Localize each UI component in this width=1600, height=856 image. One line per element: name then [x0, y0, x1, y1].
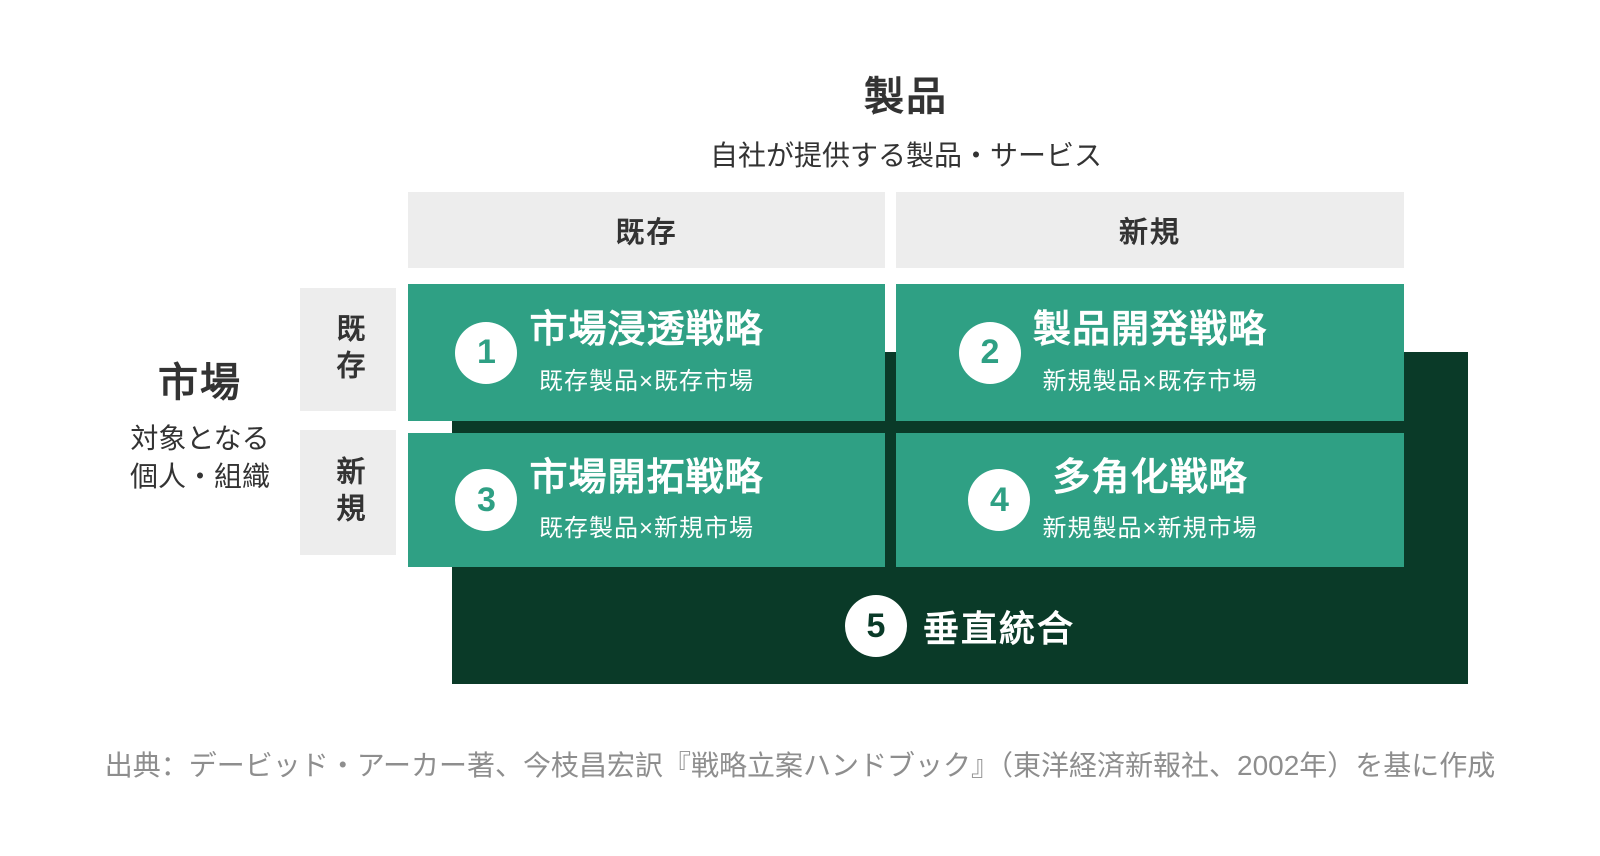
cell-product-development-subtitle: 新規製品×既存市場	[1042, 367, 1258, 395]
row-header-new-market-label: 新規	[332, 455, 364, 530]
cell-market-development-title: 市場開拓戦略	[529, 456, 764, 499]
vertical-integration-row: 5 垂直統合	[452, 568, 1468, 684]
cell-product-development-text: 製品開発戦略 新規製品×既存市場	[1033, 309, 1267, 396]
cell-market-penetration-content: 1 市場浸透戦略 既存製品×既存市場	[371, 284, 848, 421]
vertical-integration-title: 垂直統合	[922, 608, 1075, 649]
market-axis-subtitle-line1: 対象となる	[130, 423, 270, 454]
cell-market-development: 3 市場開拓戦略 既存製品×新規市場	[408, 433, 885, 567]
column-header-existing-product: 既存	[408, 192, 885, 268]
column-header-new-product-label: 新規	[1118, 217, 1181, 249]
cell-diversification-subtitle: 新規製品×新規市場	[1042, 515, 1258, 543]
number-badge-3-value: 3	[477, 480, 496, 519]
cell-product-development: 2 製品開発戦略 新規製品×既存市場	[896, 284, 1404, 421]
number-badge-5-value: 5	[866, 606, 886, 645]
number-badge-2-value: 2	[980, 333, 1000, 371]
cell-product-development-title: 製品開発戦略	[1032, 309, 1267, 352]
cell-diversification: 4 多角化戦略 新規製品×新規市場	[896, 433, 1404, 567]
citation: 出典：デービッド・アーカー著、今枝昌宏訳『戦略立案ハンドブック』（東洋経済新報社…	[104, 750, 1496, 781]
cell-diversification-content: 4 多角化戦略 新規製品×新規市場	[859, 433, 1367, 567]
cell-market-penetration-subtitle: 既存製品×既存市場	[538, 367, 754, 395]
cell-market-penetration-text: 市場浸透戦略 既存製品×既存市場	[529, 309, 763, 396]
number-badge-5: 5	[844, 595, 907, 657]
product-axis-title: 製品	[864, 75, 948, 119]
row-header-new-market: 新規	[300, 430, 396, 555]
cell-market-development-subtitle: 既存製品×新規市場	[538, 515, 754, 543]
row-header-existing-market: 既存	[300, 288, 396, 411]
cell-market-development-text: 市場開拓戦略 既存製品×新規市場	[529, 457, 763, 544]
number-badge-3: 3	[455, 469, 518, 531]
cell-market-penetration: 1 市場浸透戦略 既存製品×既存市場	[408, 284, 885, 421]
product-axis-subtitle: 自社が提供する製品・サービス	[709, 140, 1102, 171]
column-header-new-product: 新規	[896, 192, 1404, 268]
number-badge-2: 2	[958, 321, 1021, 384]
market-axis-subtitle: 対象となる 個人・組織	[60, 420, 340, 496]
market-axis-title: 市場	[158, 361, 242, 405]
row-header-existing-market-label: 既存	[332, 312, 364, 387]
number-badge-4: 4	[968, 469, 1031, 531]
cell-market-development-content: 3 市場開拓戦略 既存製品×新規市場	[371, 433, 848, 567]
cell-product-development-content: 2 製品開発戦略 新規製品×既存市場	[859, 284, 1367, 421]
number-badge-4-value: 4	[990, 480, 1009, 519]
cell-market-penetration-title: 市場浸透戦略	[529, 309, 764, 352]
market-axis-subtitle-line2: 個人・組織	[129, 461, 270, 492]
number-badge-1-value: 1	[477, 333, 496, 371]
cell-diversification-text: 多角化戦略 新規製品×新規市場	[1042, 457, 1257, 544]
number-badge-1: 1	[455, 321, 518, 384]
column-header-existing-product-label: 既存	[615, 217, 678, 249]
cell-diversification-title: 多角化戦略	[1052, 456, 1248, 499]
